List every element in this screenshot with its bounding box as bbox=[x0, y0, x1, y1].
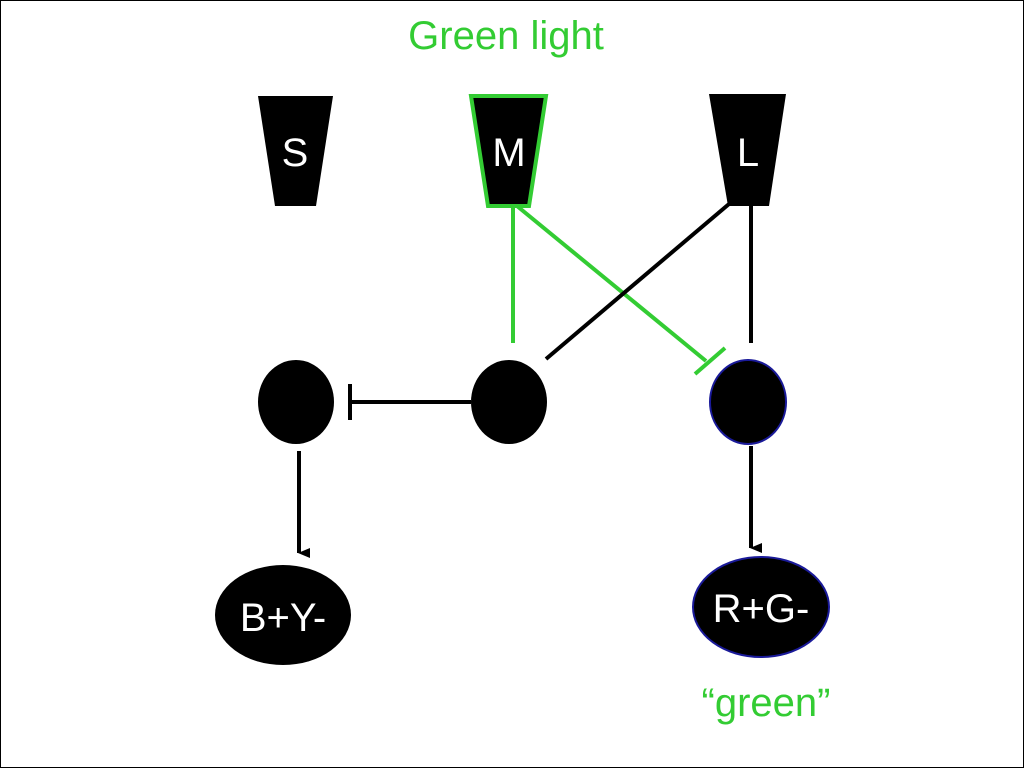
middle-cell bbox=[471, 360, 547, 444]
rg-output-label: R+G- bbox=[713, 587, 810, 631]
right-cell bbox=[709, 359, 787, 445]
m-cone-label: M bbox=[492, 131, 525, 175]
l-to-middle-cell-connection bbox=[544, 202, 731, 361]
by-output-cell bbox=[215, 565, 351, 665]
rg-output-cell bbox=[692, 556, 830, 658]
l-cone-label: L bbox=[737, 131, 759, 175]
m-to-right-cell-inhibitory-connection bbox=[515, 204, 708, 363]
left-cell bbox=[258, 360, 334, 444]
s-cone-label: S bbox=[282, 131, 309, 175]
s-cone bbox=[258, 96, 333, 206]
by-output-label: B+Y- bbox=[240, 596, 326, 640]
diagram-title: Green light bbox=[408, 14, 604, 58]
percept-caption: “green” bbox=[702, 681, 831, 725]
m-cone bbox=[468, 94, 549, 208]
m-inhibitory-bar bbox=[693, 346, 727, 376]
l-cone bbox=[709, 94, 786, 206]
